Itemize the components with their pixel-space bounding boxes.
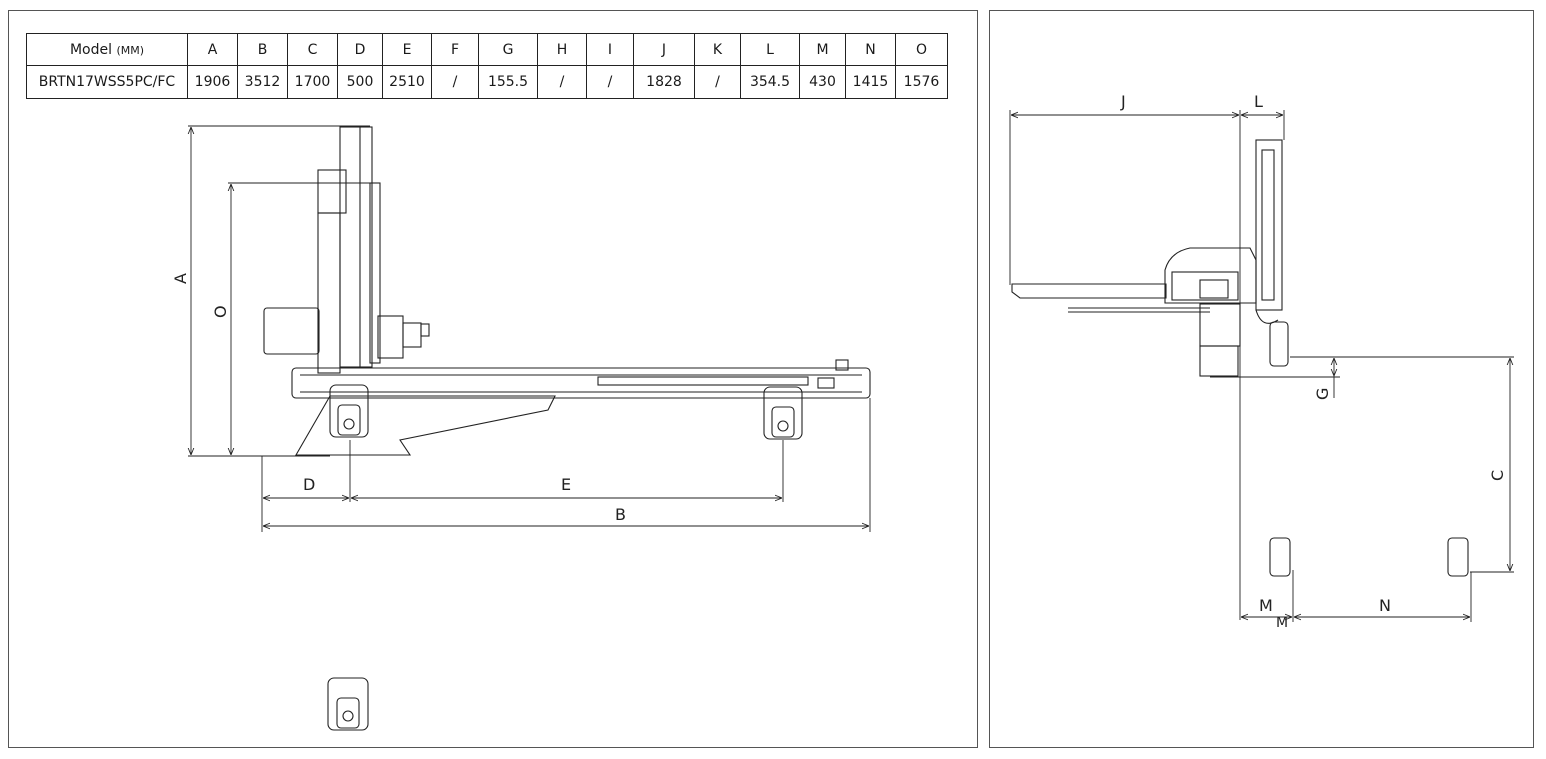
col-header-a: A — [187, 33, 238, 66]
col-header-e: E — [382, 33, 432, 66]
model-cell: BRTN17WSS5PC/FC — [26, 65, 188, 99]
value-j: 1828 — [633, 65, 695, 99]
arm-plate — [317, 169, 347, 214]
front-gripper-right — [1447, 537, 1469, 577]
value-e: 2510 — [382, 65, 432, 99]
beam-end-cap — [835, 359, 849, 371]
arm-column-lower — [317, 212, 341, 374]
beam-slot — [597, 376, 809, 386]
vertical-arm-outer — [339, 126, 373, 368]
vertical-column — [1255, 139, 1283, 311]
left-robot-drawing — [263, 126, 871, 731]
label-g: G — [1313, 388, 1332, 400]
right-front-view-panel — [989, 10, 1534, 748]
col-header-k: K — [694, 33, 741, 66]
left-motor-housing — [263, 307, 320, 355]
label-a: A — [171, 273, 190, 284]
value-b: 3512 — [237, 65, 288, 99]
label-l: L — [1254, 92, 1263, 111]
label-m-secondary: M — [1276, 615, 1288, 631]
beam-end-box — [817, 377, 835, 389]
dimension-table: Model (MM) A B C D E F G H I J K L M N O… — [26, 33, 948, 99]
value-a: 1906 — [187, 65, 238, 99]
gripper-left — [329, 384, 369, 438]
vertical-gripper — [1269, 321, 1289, 367]
vertical-column-inner — [1261, 149, 1275, 301]
left-side-view-panel — [8, 10, 978, 748]
value-c: 1700 — [287, 65, 338, 99]
machine-base-shape — [295, 395, 556, 456]
value-g: 155.5 — [478, 65, 538, 99]
servo-motor-tab — [420, 323, 430, 337]
servo-motor-cap — [402, 322, 422, 348]
col-header-d: D — [337, 33, 383, 66]
lower-gripper-unit — [1199, 303, 1241, 347]
left-dimensions — [188, 125, 871, 532]
horizontal-arm — [1011, 283, 1167, 299]
value-k: / — [694, 65, 741, 99]
traverse-beam — [291, 367, 871, 399]
carriage-grid — [1199, 279, 1229, 299]
label-e: E — [561, 475, 571, 494]
front-gripper-left — [1269, 537, 1291, 577]
label-c: C — [1488, 470, 1507, 481]
value-d: 500 — [337, 65, 383, 99]
col-header-m: M — [799, 33, 846, 66]
value-l: 354.5 — [740, 65, 800, 99]
gripper-right — [763, 386, 803, 440]
label-o: O — [211, 305, 230, 318]
cable-loop — [1255, 309, 1279, 324]
model-header-cell: Model (MM) — [26, 33, 188, 66]
label-b: B — [615, 505, 626, 524]
model-header-label: Model — [69, 41, 112, 58]
unit-label: (MM) — [116, 43, 145, 57]
label-m: M — [1259, 596, 1273, 615]
lower-gripper-base — [1199, 345, 1239, 377]
value-f: / — [431, 65, 479, 99]
servo-motor-block — [377, 315, 404, 359]
carriage-housing — [1164, 247, 1257, 304]
carriage-panel — [1171, 271, 1239, 301]
col-header-i: I — [586, 33, 634, 66]
label-j: J — [1120, 92, 1126, 111]
right-dimensions — [1009, 110, 1514, 622]
value-o: 1576 — [895, 65, 948, 99]
table-value-row: BRTN17WSS5PC/FC 1906 3512 1700 500 2510 … — [26, 65, 948, 99]
gripper-bottom — [327, 677, 369, 731]
table-header-row: Model (MM) A B C D E F G H I J K L M N O — [26, 33, 948, 66]
label-d: D — [303, 475, 315, 494]
value-n: 1415 — [845, 65, 896, 99]
label-n: N — [1379, 596, 1391, 615]
value-m: 430 — [799, 65, 846, 99]
right-robot-drawing — [1011, 139, 1469, 577]
value-i: / — [586, 65, 634, 99]
